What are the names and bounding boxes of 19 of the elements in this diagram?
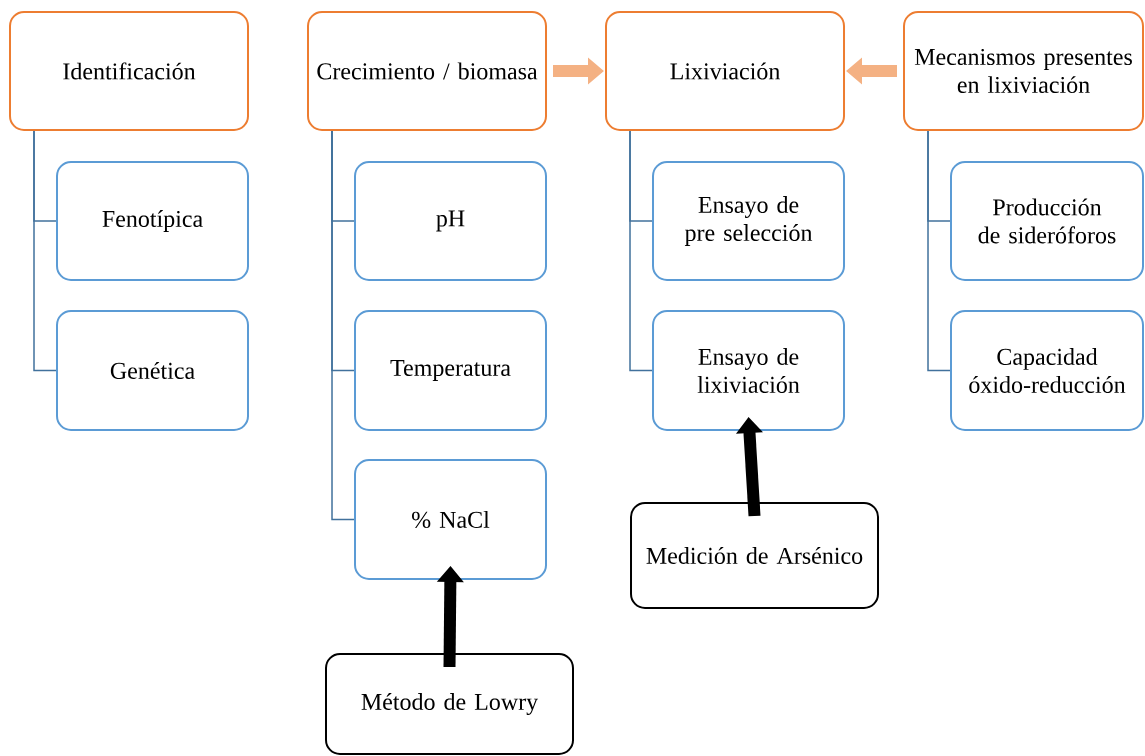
method-box: Medición de Arsénico (630, 502, 879, 609)
connector-line (331, 130, 355, 521)
category-box: Mecanismos presentes en lixiviación (903, 11, 1144, 131)
item-box: Ensayo de lixiviación (652, 310, 845, 431)
item-box: Capacidad óxido-reducción (950, 310, 1144, 431)
connector-line (927, 130, 951, 372)
item-box: Genética (56, 310, 249, 431)
item-box: Temperatura (354, 310, 547, 431)
method-box: Método de Lowry (325, 653, 574, 755)
category-box: Lixiviación (605, 11, 845, 131)
item-box: Fenotípica (56, 161, 249, 281)
item-box: Producción de sideróforos (950, 161, 1144, 281)
item-box: Ensayo de pre selección (652, 161, 845, 281)
connector-line (629, 130, 653, 372)
item-box: pH (354, 161, 547, 281)
item-box: % NaCl (354, 459, 547, 580)
category-box: Crecimiento / biomasa (307, 11, 547, 131)
category-box: Identificación (9, 11, 249, 131)
connector-line (33, 130, 57, 372)
